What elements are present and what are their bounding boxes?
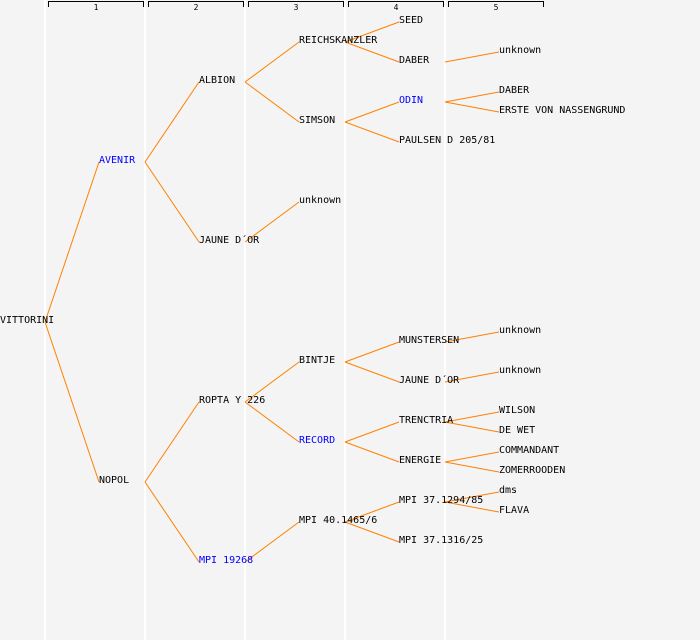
generation-label: 4 [393, 3, 399, 12]
pedigree-node: MPI 40.1465/6 [299, 515, 378, 526]
pedigree-node: dms [499, 485, 518, 496]
connector-line [444, 451, 500, 463]
pedigree-node: unknown [499, 325, 542, 336]
connector-line [344, 121, 400, 143]
connector-line [444, 501, 500, 513]
generation-label: 3 [293, 3, 299, 12]
connector-line [44, 161, 100, 323]
pedigree-node: NOPOL [99, 475, 130, 486]
connector-line [444, 421, 500, 433]
generation-header-4: 4 [348, 1, 444, 12]
column-separator [344, 0, 346, 640]
pedigree-node: ENERGIE [399, 455, 442, 466]
pedigree-node: TRENCTRIA [399, 415, 454, 426]
pedigree-node: unknown [499, 365, 542, 376]
pedigree-node: ALBION [199, 75, 236, 86]
connector-line [244, 201, 300, 243]
pedigree-node: MUNSTERSEN [399, 335, 460, 346]
pedigree-node: JAUNE D´OR [399, 375, 460, 386]
connector-line [244, 81, 300, 123]
pedigree-node: PAULSEN D 205/81 [399, 135, 496, 146]
connector-line [444, 461, 500, 473]
generation-label: 5 [493, 3, 499, 12]
connector-line [244, 41, 300, 83]
pedigree-node: ROPTA Y 226 [199, 395, 266, 406]
connector-line [444, 101, 500, 113]
pedigree-node: SIMSON [299, 115, 336, 126]
pedigree-node: DE WET [499, 425, 536, 436]
pedigree-node: MPI 37.1294/85 [399, 495, 484, 506]
connector-line [444, 371, 500, 383]
connector-line [144, 161, 200, 243]
pedigree-node: unknown [299, 195, 342, 206]
pedigree-node: REICHSKANZLER [299, 35, 378, 46]
pedigree-node-link[interactable]: RECORD [299, 435, 336, 446]
column-separator [444, 0, 446, 640]
generation-header-3: 3 [248, 1, 344, 12]
pedigree-node-link[interactable]: ODIN [399, 95, 424, 106]
generation-header-1: 1 [48, 1, 144, 12]
connector-line [344, 521, 400, 543]
connector-line [444, 411, 500, 423]
generation-header-5: 5 [448, 1, 544, 12]
pedigree-node: COMMANDANT [499, 445, 560, 456]
pedigree-node: JAUNE D´OR [199, 235, 260, 246]
pedigree-node: BINTJE [299, 355, 336, 366]
connector-line [144, 81, 200, 163]
pedigree-node: ERSTE VON NASSENGRUND [499, 105, 626, 116]
connector-line [244, 521, 300, 563]
pedigree-node: DABER [399, 55, 430, 66]
generation-label: 1 [93, 3, 99, 12]
connector-line [44, 321, 100, 483]
pedigree-node: WILSON [499, 405, 536, 416]
generation-label: 2 [193, 3, 199, 12]
pedigree-node: ZOMERROODEN [499, 465, 566, 476]
connector-line [344, 441, 400, 463]
pedigree-node: VITTORINI [0, 315, 55, 326]
pedigree-node-link[interactable]: MPI 19268 [199, 555, 254, 566]
connector-line [444, 91, 500, 103]
connector-line [344, 341, 400, 363]
column-separator [244, 0, 246, 640]
connector-line [344, 41, 400, 63]
connector-line [244, 361, 300, 403]
connector-line [144, 481, 200, 563]
pedigree-node: DABER [499, 85, 530, 96]
pedigree-node: FLAVA [499, 505, 530, 516]
connector-line [344, 101, 400, 123]
connector-line [444, 491, 500, 503]
connector-line [344, 361, 400, 383]
column-separator [44, 0, 46, 640]
pedigree-node: SEED [399, 15, 424, 26]
generation-header-2: 2 [148, 1, 244, 12]
pedigree-node: unknown [499, 45, 542, 56]
connector-line [444, 331, 500, 343]
connector-line [444, 51, 500, 63]
connector-line [244, 401, 300, 443]
connector-line [344, 421, 400, 443]
connector-line [344, 501, 400, 523]
column-separator [144, 0, 146, 640]
connector-line [344, 21, 400, 43]
pedigree-node: MPI 37.1316/25 [399, 535, 484, 546]
pedigree-node-link[interactable]: AVENIR [99, 155, 136, 166]
connector-line [144, 401, 200, 483]
